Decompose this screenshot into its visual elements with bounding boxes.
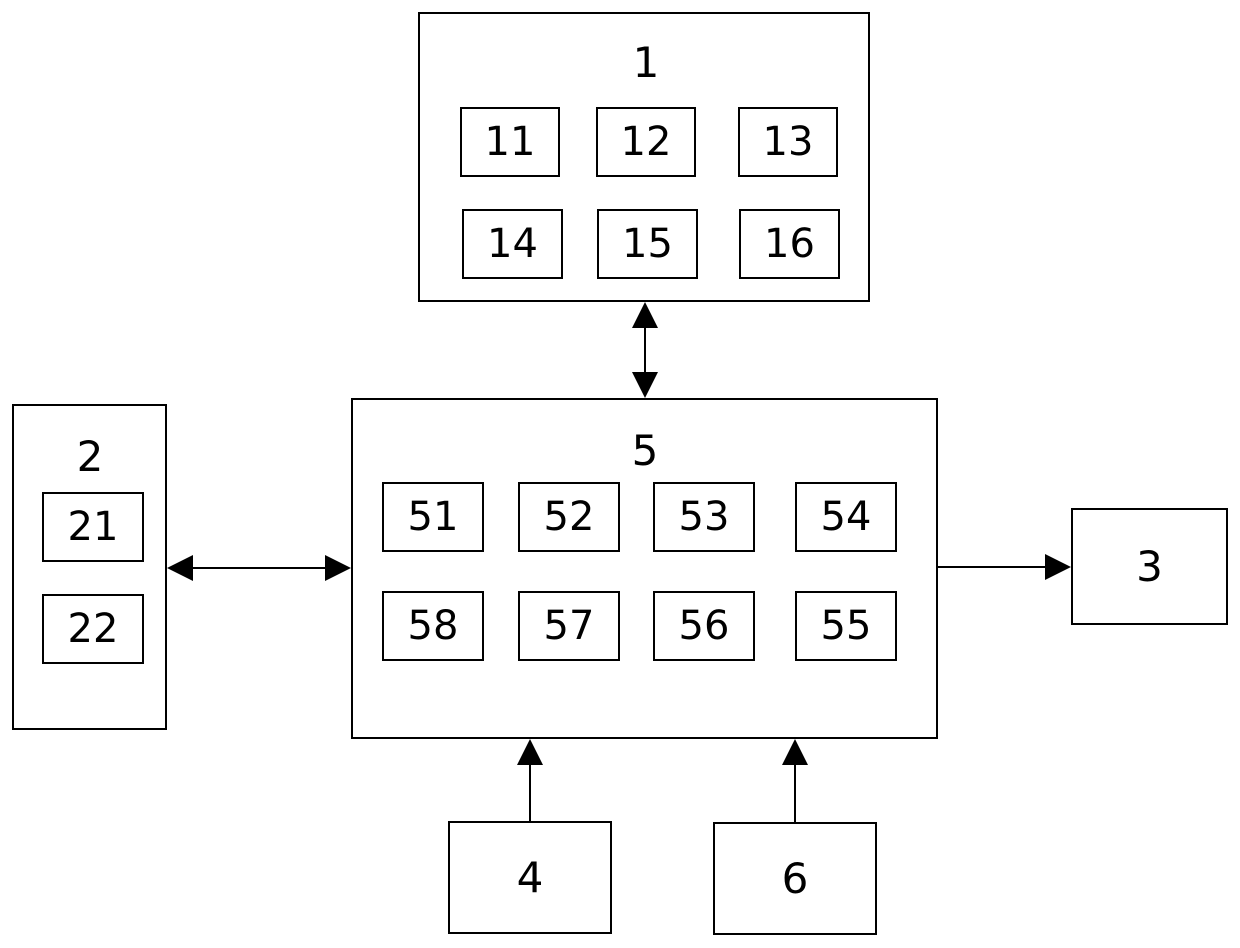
arrow-block6-block5 — [782, 739, 808, 822]
arrow-block4-block5 — [517, 739, 543, 821]
arrow-block2-block5 — [167, 555, 351, 581]
arrow-block1-block5 — [632, 302, 658, 398]
arrow-block5-block3 — [938, 554, 1071, 580]
